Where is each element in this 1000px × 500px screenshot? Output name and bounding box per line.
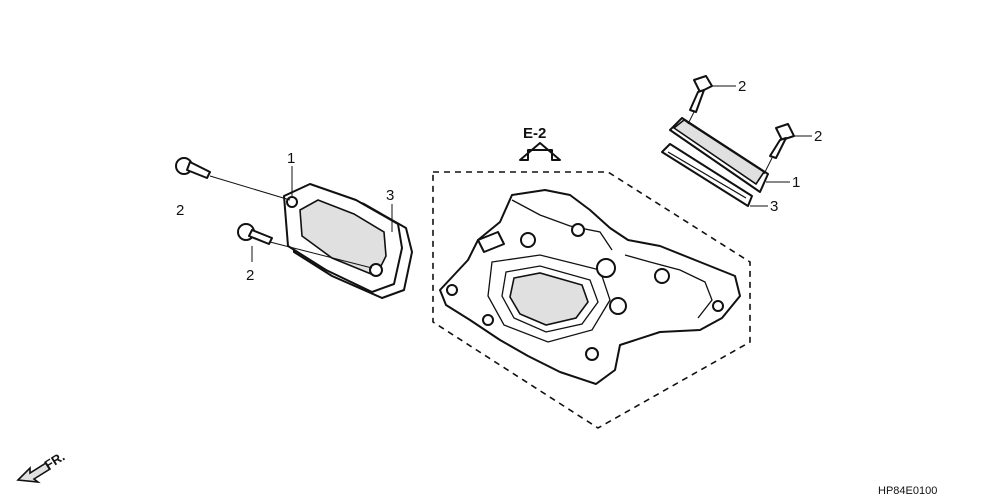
callout-right-gasket: 3 [770,198,778,215]
callout-left-cover: 1 [287,150,295,167]
up-arrow-icon [519,142,561,161]
housing-side-ridge [624,254,713,319]
housing-boss-2 [609,297,627,315]
left-cover-hole-bottom [369,263,383,277]
bolt-shank [689,89,705,113]
callout-left-gasket: 3 [386,187,394,204]
left-cover-hole-top [286,196,298,208]
callout-left-bolt-bottom: 2 [246,267,254,284]
reference-label: E-2 [523,125,546,142]
bolt-shank [248,229,273,245]
housing-nipple [477,231,505,253]
right-bolt-top[interactable] [689,75,713,113]
housing-boss-5 [482,314,494,326]
right-gasket-inner [667,151,747,199]
front-direction-indicator: FR. [16,449,67,484]
assembly-boundary [432,171,751,429]
callout-left-bolt-top: 2 [176,202,184,219]
left-cover-assembly[interactable] [283,183,413,299]
bolt-shank [186,161,211,179]
leader-right-bolt-side [763,157,773,175]
housing-boss-6 [446,284,458,296]
left-cover-window [299,199,387,278]
callout-right-bolt-side: 2 [814,128,822,145]
housing-port-rim [501,265,599,333]
bolt-shank [769,137,787,159]
drawing-code: HP84E0100 [878,485,937,497]
housing-port-opening [509,272,589,326]
housing-body [439,189,741,385]
housing-boss-4 [585,347,599,361]
left-bolt-bottom[interactable] [237,223,273,245]
right-cover-top [672,119,766,186]
left-bolt-top[interactable] [175,157,211,179]
reference-arrow[interactable]: E-2 [519,125,561,161]
right-bolt-side[interactable] [769,123,795,159]
housing-upper-ridge [511,199,613,251]
callout-right-bolt-top: 2 [738,78,746,95]
housing-boss-8 [520,232,536,248]
main-housing[interactable] [439,189,741,385]
front-arrow-icon [16,461,52,484]
housing-boss-9 [571,223,585,237]
leader-left-bolt-bottom [269,241,373,269]
leader-left-bolt-top [209,175,291,201]
right-cover-assembly[interactable] [661,117,769,207]
housing-inner-flange [487,254,611,343]
leader-right-bolt-top [687,111,695,125]
callout-right-cover: 1 [792,174,800,191]
housing-boss-1 [596,258,616,278]
housing-boss-3 [654,268,670,284]
housing-boss-7 [712,300,724,312]
